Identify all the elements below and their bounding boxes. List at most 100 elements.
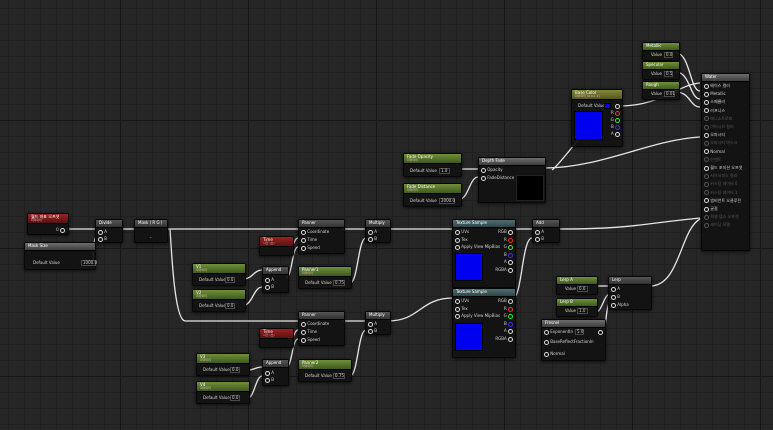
material-input-pin[interactable]: 커스텀 데이터 1 — [704, 190, 737, 196]
pin-socket-icon[interactable] — [704, 173, 709, 179]
material-input-pin[interactable]: 셰이딩 모델 — [704, 222, 730, 228]
material-input-pin[interactable]: 서브서피스 컬러 — [704, 173, 737, 179]
pin-a[interactable]: A — [271, 277, 275, 282]
pin-uvs[interactable]: UVs — [461, 229, 470, 234]
out-rgb[interactable]: RGB — [498, 229, 507, 234]
texture-sample-node-2[interactable]: Texture Sample UVs Tex Apply View MipBia… — [452, 288, 516, 358]
pin-socket-icon[interactable] — [704, 124, 709, 130]
default-value-input[interactable]: 0.0 — [225, 303, 235, 309]
out-r[interactable]: R — [610, 110, 614, 115]
texture-sample-node-1[interactable]: Texture Sample UVs Tex Apply View MipBia… — [452, 219, 516, 288]
material-input-pin[interactable]: 오파시티 마스크 — [704, 140, 737, 146]
pin-socket-icon[interactable] — [704, 214, 709, 220]
material-input-pin[interactable]: 러프니스 — [704, 108, 725, 114]
output-pin[interactable]: 0 — [56, 227, 65, 233]
out-b[interactable]: B — [503, 252, 507, 257]
out-g[interactable]: G — [610, 117, 614, 122]
default-value-input[interactable]: 2000.0 — [439, 198, 455, 204]
default-value-input[interactable]: 0.0 — [225, 277, 235, 283]
append-node-2[interactable]: Append A B — [262, 359, 289, 386]
multiply-node-2[interactable]: Multiply A B — [365, 311, 391, 335]
material-input-pin[interactable]: 이미시브 컬러 — [704, 124, 734, 130]
depth-fade-node[interactable]: Depth Fade Opacity FadeDistance — [478, 157, 546, 203]
append-node-1[interactable]: Append A B — [262, 266, 289, 293]
lerp-node[interactable]: Lerp A B Alpha — [608, 276, 652, 310]
chevron-down-icon[interactable]: ⌄ — [149, 234, 153, 239]
pin-a[interactable]: A — [374, 229, 378, 234]
multiply-node-1[interactable]: Multiply A B — [365, 219, 391, 243]
default-value-input[interactable]: 0.0 — [230, 395, 240, 401]
add-node[interactable]: Add A B — [532, 219, 560, 243]
out-b[interactable]: B — [503, 321, 507, 326]
pin-socket-icon[interactable] — [704, 83, 709, 89]
pin-tex[interactable]: Tex — [461, 306, 468, 311]
pin-socket-icon[interactable] — [704, 198, 709, 204]
out-a[interactable]: A — [503, 328, 507, 333]
material-input-pin[interactable]: 애니소트로피 — [704, 116, 732, 122]
pin-coordinate[interactable]: Coordinate — [307, 321, 330, 326]
pin-b[interactable]: B — [374, 328, 378, 333]
specular-const-node[interactable]: Specular Value 0.5 — [642, 61, 680, 80]
default-value-input[interactable]: 0.75 — [333, 280, 345, 286]
out-a[interactable]: A — [610, 131, 614, 136]
out-b[interactable]: B — [610, 124, 614, 129]
default-value-input[interactable]: 1.0 — [439, 168, 450, 174]
pin-socket-icon[interactable] — [704, 99, 709, 105]
material-input-pin[interactable]: 베이스 컬러 — [704, 83, 730, 89]
out-rgba[interactable]: RGBA — [495, 336, 507, 341]
pin-socket-icon[interactable] — [704, 222, 709, 228]
lerp-a-const-node[interactable]: Lerp A Value 0.0 — [556, 276, 598, 295]
pin-a[interactable]: A — [541, 229, 545, 234]
pin-b[interactable]: B — [271, 377, 275, 382]
pin-socket-icon[interactable] — [704, 181, 709, 187]
value-input[interactable]: 0.5 — [664, 71, 673, 77]
roughness-const-node[interactable]: Rough Value 0.01 — [642, 81, 680, 100]
out-rgba[interactable]: RGBA — [495, 267, 507, 272]
material-input-pin[interactable]: 오파시티 — [704, 132, 725, 138]
pin-exponent[interactable]: ExponentIn — [550, 329, 573, 334]
pin-normal[interactable]: Normal — [550, 351, 565, 356]
pin-apply-view-mipbias[interactable]: Apply View MipBias — [461, 313, 501, 318]
pin-speed[interactable]: Speed — [307, 245, 320, 250]
panner-node-2[interactable]: Panner Coordinate Time Speed — [298, 311, 345, 346]
pin-socket-icon[interactable] — [704, 116, 709, 122]
default-color-swatch[interactable] — [604, 103, 611, 109]
pin-a[interactable]: A — [617, 286, 621, 291]
exponent-input[interactable]: 5.0 — [575, 329, 584, 335]
pin-coordinate[interactable]: Coordinate — [307, 229, 330, 234]
lerp-b-const-node[interactable]: Lerp B Value 1.0 — [556, 298, 598, 317]
material-input-pin[interactable]: 커스텀 데이터 0 — [704, 181, 737, 187]
pin-time[interactable]: Time — [307, 329, 318, 334]
material-input-pin[interactable]: 탄젠트 — [704, 157, 721, 163]
divide-node[interactable]: Divide A B — [95, 219, 123, 243]
pin-a[interactable]: A — [271, 370, 275, 375]
metallic-const-node[interactable]: Metallic Value 0.0 — [642, 42, 680, 61]
pin-alpha[interactable]: Alpha — [617, 302, 629, 307]
pin-socket-icon[interactable] — [704, 108, 709, 114]
pin-base-reflect-fraction[interactable]: BaseReflectFractionIn — [550, 339, 594, 344]
default-value-input[interactable]: 0.0 — [230, 367, 240, 373]
pin-speed[interactable]: Speed — [307, 337, 320, 342]
value-input[interactable]: 1.0 — [577, 308, 588, 314]
value-input[interactable]: 0.0 — [664, 52, 673, 58]
out-g[interactable]: G — [503, 244, 507, 249]
panner-node-1[interactable]: Panner Coordinate Time Speed — [298, 219, 345, 254]
pin-a[interactable]: A — [374, 321, 378, 326]
out-rgb[interactable]: RGB — [498, 298, 507, 303]
pin-b[interactable]: B — [617, 294, 621, 299]
pin-socket-icon[interactable] — [704, 206, 709, 212]
pin-fade-distance[interactable]: FadeDistance — [487, 175, 515, 180]
pin-socket-icon[interactable] — [704, 157, 709, 163]
pin-socket-icon[interactable] — [704, 165, 709, 171]
pin-socket-icon[interactable] — [704, 149, 709, 155]
pin-b[interactable]: B — [104, 236, 108, 241]
